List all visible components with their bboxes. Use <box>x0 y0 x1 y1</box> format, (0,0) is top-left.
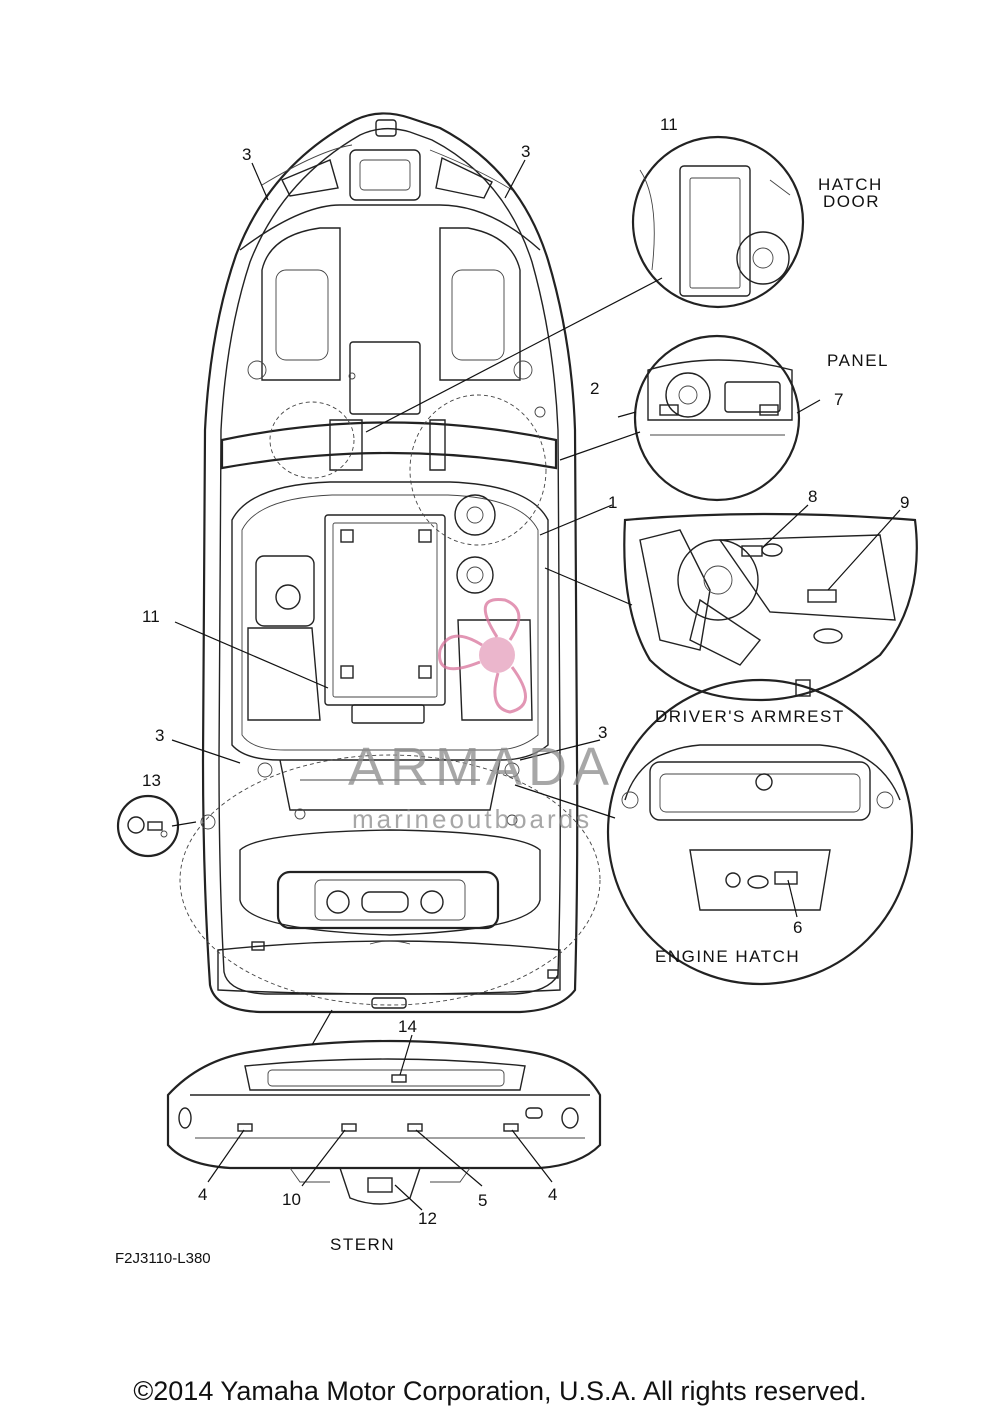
propeller-logo-icon <box>438 597 527 714</box>
caption-hatch-line1: HATCH <box>818 175 883 194</box>
callout-12: 12 <box>418 1209 437 1228</box>
callout-14: 14 <box>398 1017 417 1036</box>
callout-8: 8 <box>808 487 817 506</box>
item-13-detail-view <box>116 794 180 858</box>
callout-3-aft-left: 3 <box>155 726 164 745</box>
callout-4-right: 4 <box>548 1185 557 1204</box>
copyright-notice: ©2014 Yamaha Motor Corporation, U.S.A. A… <box>133 1376 867 1406</box>
callout-4-left: 4 <box>198 1185 207 1204</box>
callout-11-hatch-door: 11 <box>660 115 678 134</box>
watermark-tagline: marineoutboards <box>352 804 592 834</box>
caption-stern: STERN <box>330 1235 395 1254</box>
drivers-armrest-detail-view <box>623 512 918 702</box>
callout-6: 6 <box>793 918 802 937</box>
diagram-code: F2J3110-L380 <box>115 1250 211 1267</box>
callout-11-cockpit: 11 <box>142 607 160 626</box>
watermark-brand: ARMADA <box>348 737 615 797</box>
callout-13: 13 <box>142 771 161 790</box>
armada-watermark: ARMADA marineoutboards <box>348 597 615 834</box>
callout-3-bow-right: 3 <box>521 142 530 161</box>
callout-7: 7 <box>834 390 843 409</box>
stern-detail-view <box>166 1039 602 1205</box>
callout-numbers: 3 3 11 2 7 1 8 9 11 3 3 13 6 14 4 10 12 … <box>142 115 909 1228</box>
caption-panel: PANEL <box>827 351 889 370</box>
view-captions: HATCH DOOR PANEL DRIVER'S ARMREST ENGINE… <box>115 175 889 1267</box>
leader-lines <box>171 159 901 1211</box>
callout-3-bow-left: 3 <box>242 145 251 164</box>
caption-engine-hatch: ENGINE HATCH <box>655 947 800 966</box>
callout-9: 9 <box>900 493 909 512</box>
callout-5: 5 <box>478 1191 487 1210</box>
callout-10: 10 <box>282 1190 301 1209</box>
callout-2: 2 <box>590 379 599 398</box>
boat-hull-top-view <box>179 112 601 1014</box>
caption-hatch-line2: DOOR <box>823 192 880 211</box>
callout-1: 1 <box>608 493 617 512</box>
engine-hatch-detail-view <box>606 678 914 986</box>
panel-detail-view <box>633 334 801 502</box>
caption-drivers-armrest: DRIVER'S ARMREST <box>655 707 845 726</box>
hatch-door-detail-view <box>631 135 805 309</box>
callout-3-aft-right: 3 <box>598 723 607 742</box>
